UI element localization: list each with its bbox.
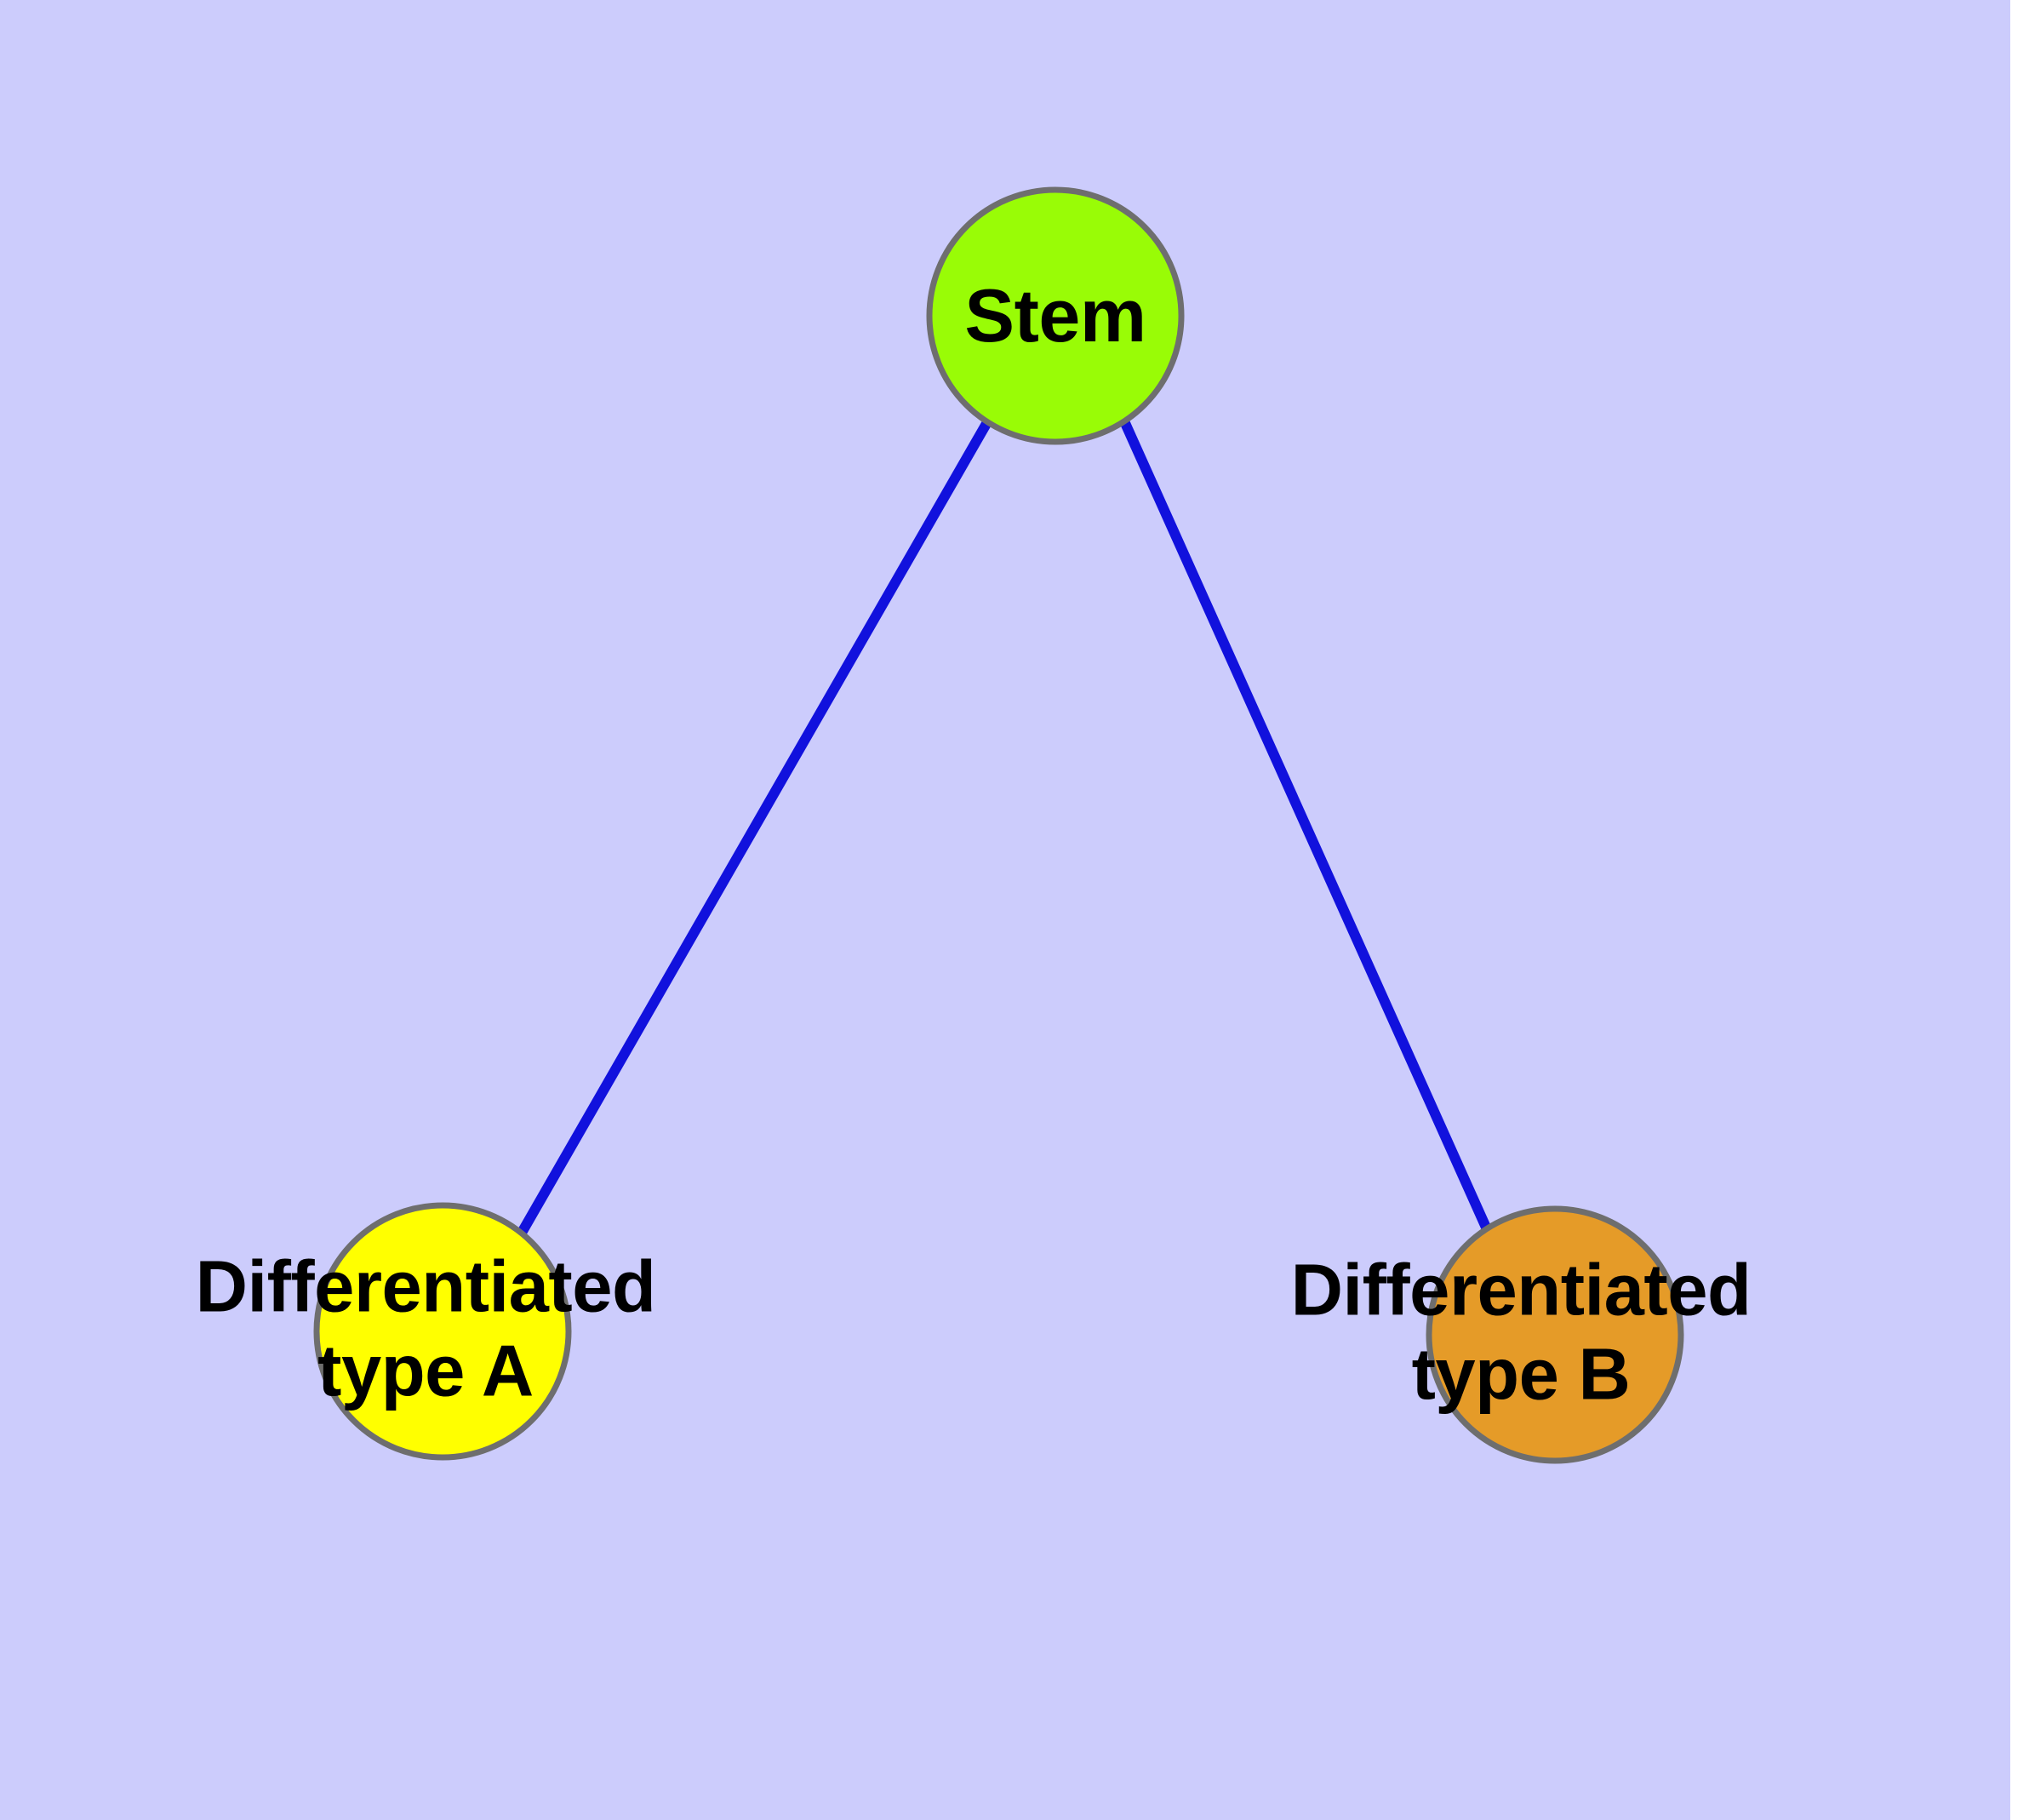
node-diff-b-label-line1: Differentiated	[1290, 1250, 1752, 1331]
edge-stem-to-diff-a	[517, 420, 992, 1235]
node-stem-label: Stem	[964, 272, 1146, 358]
node-stem-circle[interactable]	[926, 186, 1185, 445]
node-diff-a-circle[interactable]	[313, 1202, 572, 1461]
node-diff-b-label-line2: type B	[1411, 1334, 1631, 1415]
node-diff-b-label: Differentiated type B	[1291, 1249, 1752, 1417]
node-diff-a-label-line2: type A	[317, 1331, 534, 1411]
edge-layer	[517, 420, 1492, 1235]
node-diff-a-label: Differentiated type A	[196, 1245, 656, 1413]
node-diff-b-circle[interactable]	[1426, 1205, 1684, 1464]
node-layer	[313, 186, 1684, 1464]
node-diff-a-label-line1: Differentiated	[195, 1246, 656, 1328]
edge-stem-to-diff-b	[1120, 421, 1492, 1232]
